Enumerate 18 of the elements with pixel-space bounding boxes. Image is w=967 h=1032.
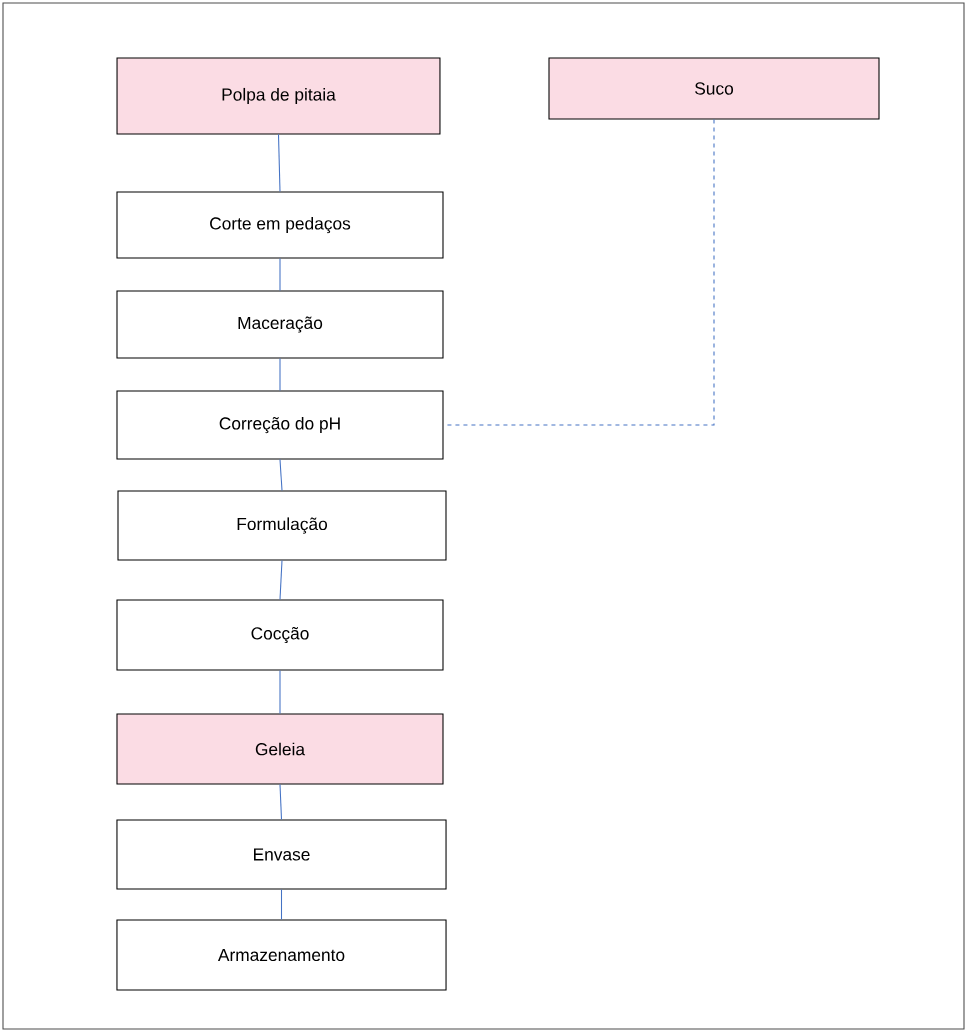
process-box: Geleia (116, 713, 444, 785)
connector-line (279, 459, 283, 491)
process-box: Polpa de pitaia (116, 57, 441, 135)
connector-line (279, 357, 281, 391)
process-box: Armazenamento (116, 919, 447, 991)
process-box: Envase (116, 819, 447, 890)
connector-line (279, 784, 283, 820)
process-box: Suco (548, 57, 880, 120)
process-box: Corte em pedaços (116, 191, 444, 259)
process-box: Formulação (117, 490, 447, 561)
process-box: Maceração (116, 290, 444, 359)
process-box: Cocção (116, 599, 444, 671)
connector-line (280, 889, 283, 920)
connector-line (277, 134, 281, 192)
process-box: Correção do pH (116, 390, 444, 460)
connector-line (279, 560, 283, 600)
connector-line (279, 258, 281, 292)
connector-line (279, 670, 281, 714)
